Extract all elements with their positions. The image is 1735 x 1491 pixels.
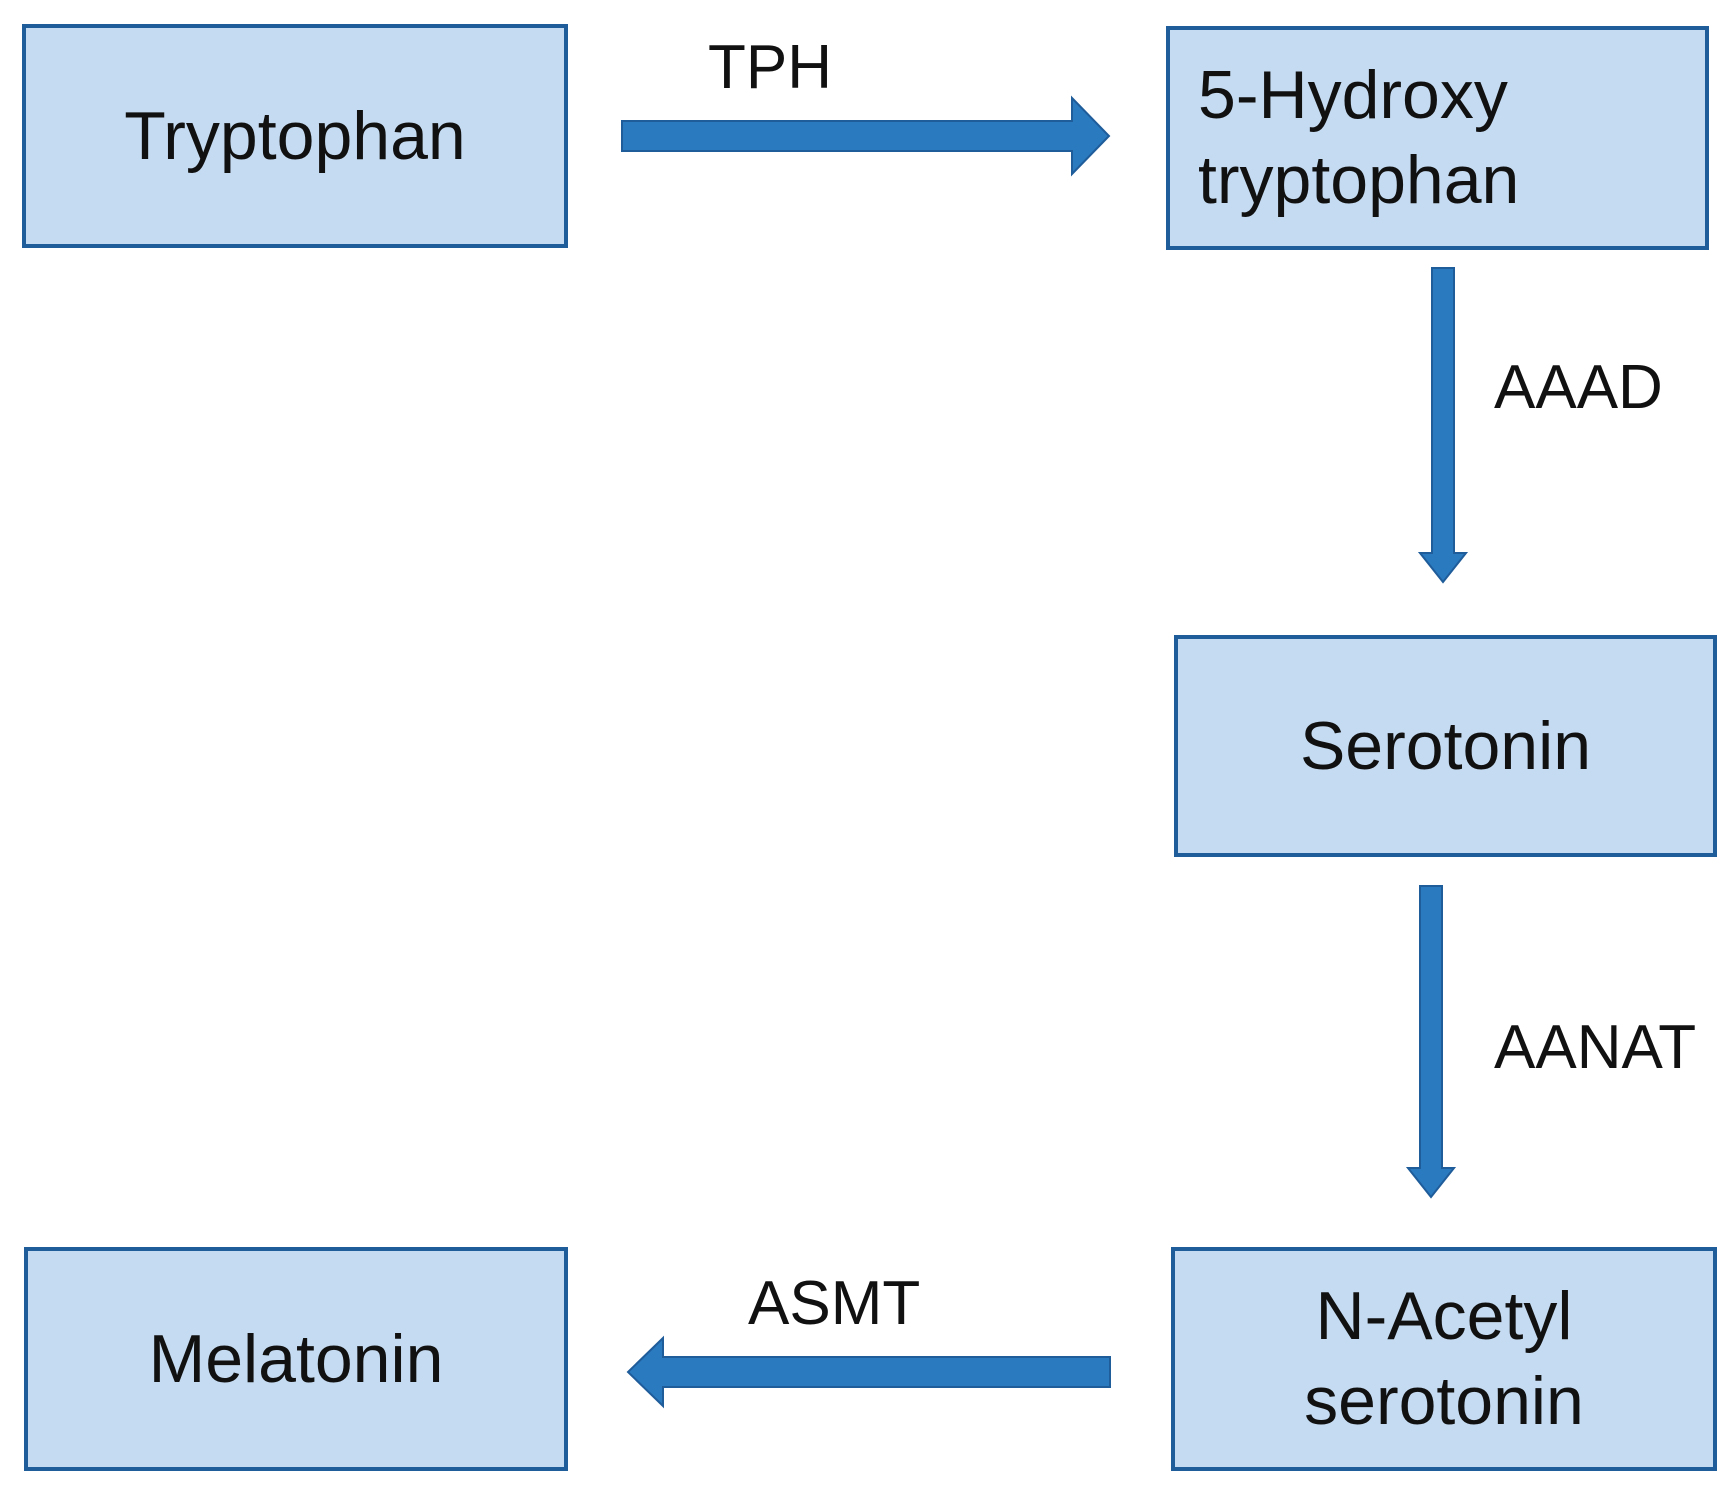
arrow-aaad [1417,267,1469,584]
enzyme-label-aaad: AAAD [1494,353,1663,422]
node-n-acetyl-serotonin-line1: N-Acetyl [1315,1278,1573,1354]
node-5-hydroxytryptophan: 5-Hydroxy tryptophan [1166,26,1709,250]
arrow-aanat [1405,885,1457,1199]
node-tryptophan: Tryptophan [22,24,568,248]
enzyme-label-aanat: AANAT [1494,1013,1697,1082]
node-tryptophan-label: Tryptophan [124,97,466,174]
enzyme-label-asmt: ASMT [748,1269,921,1338]
node-5-hydroxytryptophan-line2: tryptophan [1198,142,1520,218]
node-5-hydroxytryptophan-line1: 5-Hydroxy [1198,57,1508,133]
node-serotonin: Serotonin [1174,635,1717,857]
node-n-acetyl-serotonin-line2: serotonin [1304,1363,1584,1439]
node-n-acetyl-serotonin: N-Acetyl serotonin [1171,1247,1717,1471]
node-melatonin: Melatonin [24,1247,568,1471]
enzyme-label-tph: TPH [708,33,832,102]
node-serotonin-label: Serotonin [1299,707,1592,784]
arrow-asmt [626,1335,1111,1409]
node-melatonin-label: Melatonin [148,1320,444,1397]
arrow-tph [621,95,1111,177]
